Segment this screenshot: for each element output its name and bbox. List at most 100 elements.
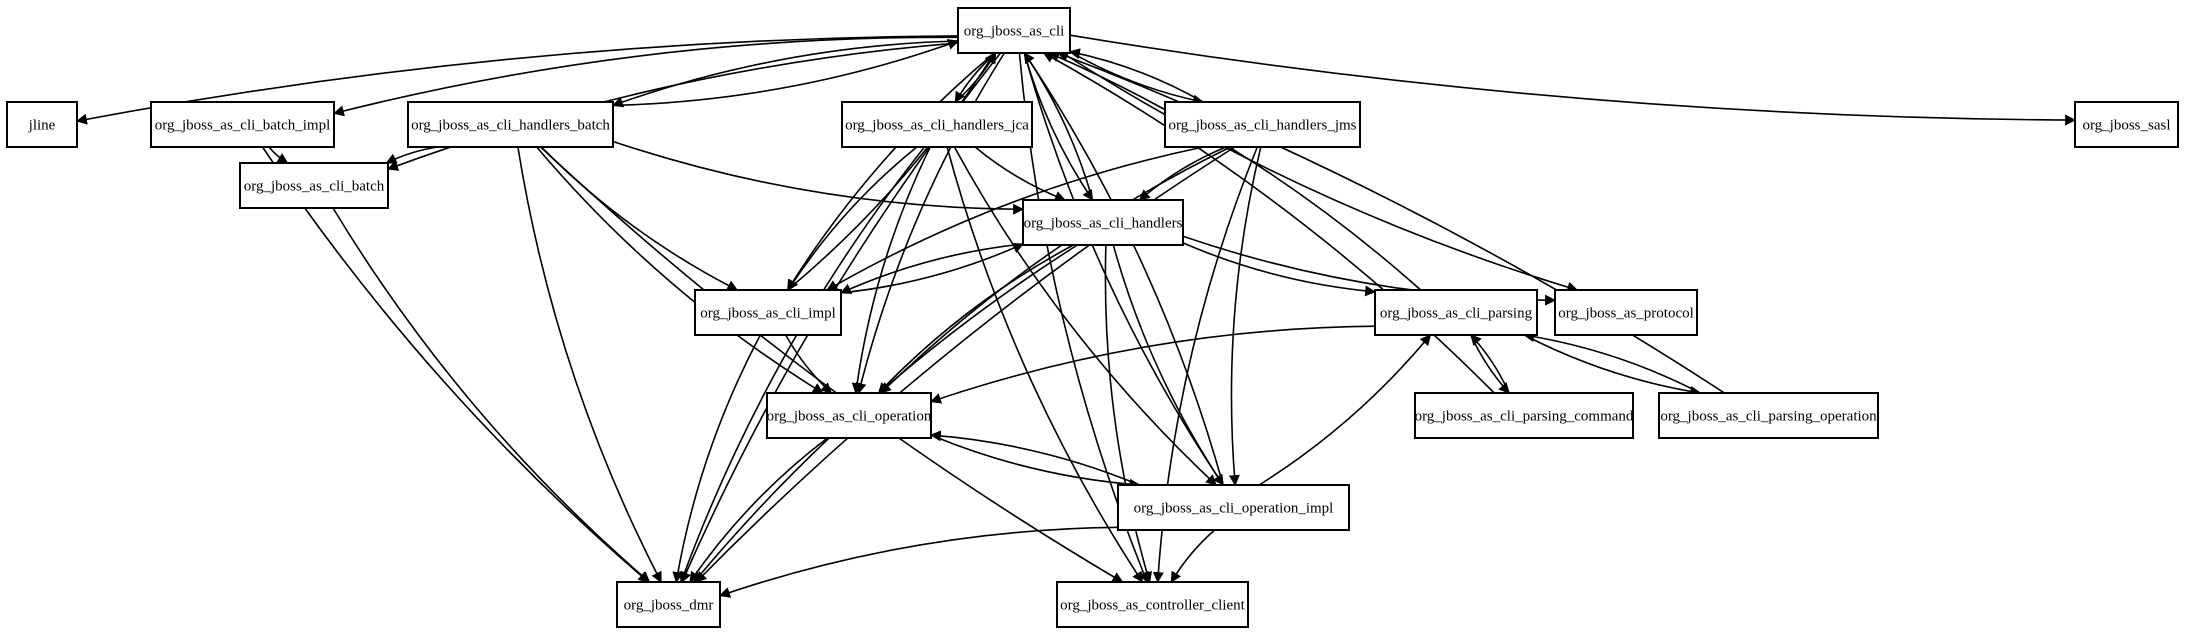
edge-path [840,243,1025,294]
edge-operation_impl-to-cli [1023,52,1224,486]
edge-impl-to-operation [785,334,833,394]
edge-path [1523,334,1702,397]
edge-handlers_jms-to-cli [1068,48,1204,103]
node-box [841,101,1033,148]
edge-parsing-to-cli [1048,51,1422,291]
edge-cli-to-impl [786,52,995,291]
edge-path [786,52,995,291]
edge-handlers-to-parsing [1182,242,1377,297]
edge-path [612,140,1025,215]
node-label: org_jboss_as_cli [964,24,1065,40]
edge-path [839,243,1024,294]
edge-cli-to-batch_impl [332,36,959,117]
node-label: org_jboss_as_cli_parsing_command [1415,409,1634,425]
edge-path [332,36,959,117]
edge-path [1068,48,1204,103]
edge-handlers_jms-to-operation [880,146,1231,394]
node-box [1056,581,1249,628]
edge-path [261,146,650,583]
edge-path [517,146,662,583]
edge-cli-to-operation_impl [1023,52,1224,486]
edge-path [877,244,1074,394]
edge-parsing_operation-to-parsing [1523,331,1701,394]
edge-handlers-to-operation [877,244,1074,394]
edge-path [1112,244,1224,486]
edge-cli-to-handlers_jms [1069,51,1205,106]
node-impl: org_jboss_as_cli_impl [694,289,842,336]
node-box [1164,101,1361,148]
edge-path [1069,34,2077,126]
edge-handlers_jca-to-handlers [974,146,1066,202]
node-label: org_jboss_as_cli_batch [244,179,385,195]
edge-path [1470,334,1510,394]
edge-handlers-to-controller_client [1104,244,1153,584]
edge-parsing-to-parsing_operation [1523,334,1702,397]
edge-cli-to-handlers_batch [611,40,959,108]
edge-path [929,325,1376,404]
node-box [1022,199,1184,246]
node-box [2074,101,2179,148]
node-label: org_jboss_as_controller_client [1060,598,1246,614]
edge-handlers-to-impl [839,243,1024,294]
edge-cli-to-sasl [1069,34,2077,126]
edge-path [1228,146,1262,487]
node-batch-impl: org_jboss_as_cli_batch_impl [150,101,335,148]
edge-layer [75,34,2077,598]
edge-operation_impl-to-operation [929,430,1140,486]
edge-path [1470,334,1510,394]
edge-handlers_jca-to-operation_impl [953,146,1217,486]
node-box [239,162,389,209]
edge-path [540,146,739,291]
node-box [766,392,932,439]
node-box [1374,289,1538,336]
node-box [6,101,78,148]
edge-path [855,52,1006,395]
edge-operation-to-operation_impl [930,434,1141,490]
edge-path [718,526,1119,598]
node-box [694,289,842,336]
node-box [1117,484,1350,531]
node-box [407,101,614,148]
node-handlers-jca: org_jboss_as_cli_handlers_jca [841,101,1033,148]
edge-operation_impl-to-dmr [718,526,1119,598]
edge-operation_impl-to-parsing [1258,334,1432,486]
edge-parsing_command-to-cli [1042,52,1495,394]
edge-path [1042,52,1495,394]
node-box [1658,392,1879,439]
edge-handlers_batch-to-cli [612,39,960,107]
node-controller-client: org_jboss_as_controller_client [1056,581,1249,628]
node-jline: jline [6,101,78,148]
node-label: org_jboss_as_protocol [1558,306,1694,322]
edge-path [787,52,996,291]
edge-path [1062,52,1579,293]
edge-path [1069,51,1205,106]
edge-path [611,40,959,108]
node-label: org_jboss_as_cli_impl [700,306,836,322]
edge-path [1023,52,1224,486]
edge-handlers_batch-to-impl [540,146,739,291]
edge-path [1523,331,1701,394]
node-box [1554,289,1698,336]
node-box [1414,392,1634,439]
edge-path [1048,51,1422,291]
edge-path [930,434,1141,490]
edge-path [974,146,1066,202]
edge-path [1023,52,1224,486]
edge-parsing-to-operation [929,325,1376,404]
edge-handlers_jms-to-handlers [1138,146,1227,201]
edge-impl-to-handlers [840,243,1025,294]
node-label: org_jboss_as_cli_operation [767,409,932,425]
edge-path [880,146,1231,394]
node-box [957,7,1071,54]
edge-path [75,35,959,125]
edge-batch_impl-to-dmr [261,146,650,583]
edge-path [672,334,762,584]
edge-batch-to-dmr [332,207,651,583]
node-handlers-jms: org_jboss_as_cli_handlers_jms [1164,101,1361,148]
node-protocol: org_jboss_as_protocol [1554,289,1698,336]
edge-path [612,39,960,107]
edge-handlers-to-operation_impl [1112,244,1224,486]
edge-path [953,146,1217,486]
edge-cli-to-jline [75,35,959,125]
